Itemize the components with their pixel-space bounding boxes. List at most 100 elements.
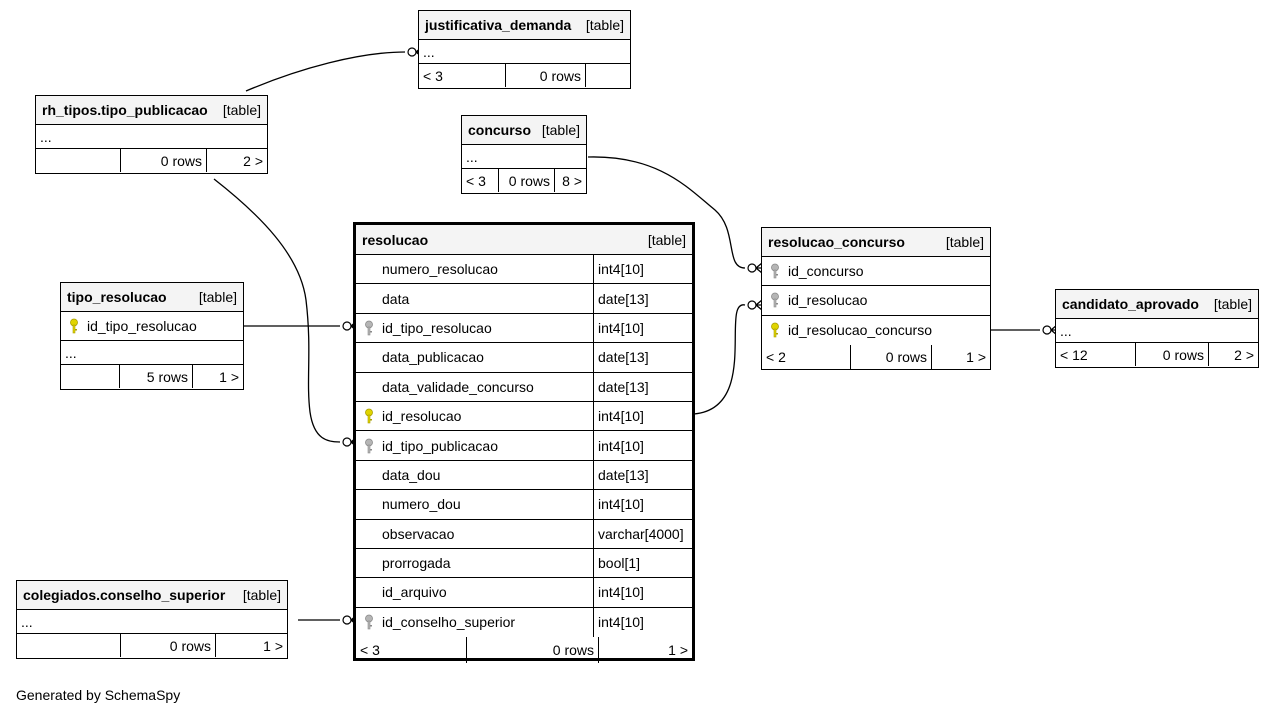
column-cell[interactable]: data_validade_concurso <box>356 373 593 401</box>
column-name: data <box>382 290 410 307</box>
row-count: 0 rows <box>120 634 215 657</box>
parents-count[interactable]: < 3 <box>360 642 380 659</box>
column-cell[interactable]: id_resolucao <box>356 402 593 430</box>
column-row: id_resolucao <box>762 286 990 316</box>
edge-rh-tipos-resolucao <box>213 178 341 443</box>
column-type: date[13] <box>593 343 692 372</box>
column-name: id_tipo_publicacao <box>382 437 498 454</box>
table-kind: [table] <box>222 102 261 118</box>
ellipsis: ... <box>40 128 52 145</box>
row-count: 0 rows <box>1135 343 1208 366</box>
table-kind: [table] <box>242 587 281 603</box>
row-count: 0 rows <box>120 149 206 172</box>
table-tipo-resolucao[interactable]: tipo_resolucao [table] id_tipo_resolucao… <box>60 282 244 390</box>
column-row: id_tipo_resolucao <box>61 312 243 341</box>
table-colegiados-conselho-superior[interactable]: colegiados.conselho_superior [table] ...… <box>16 580 288 659</box>
children-count[interactable]: 2 > <box>206 149 267 172</box>
column-cell[interactable]: prorrogada <box>356 549 593 577</box>
table-name[interactable]: resolucao_concurso <box>768 234 905 250</box>
column-cell[interactable]: data_publicacao <box>356 343 593 371</box>
table-name[interactable]: tipo_resolucao <box>67 289 167 305</box>
column-cell[interactable]: observacao <box>356 520 593 548</box>
column-cell[interactable]: numero_dou <box>356 490 593 518</box>
column-name: id_resolucao_concurso <box>788 322 932 339</box>
children-count[interactable]: 1 > <box>598 637 692 664</box>
row-count: 0 rows <box>505 64 585 87</box>
parents-count[interactable]: < 3 <box>466 172 486 189</box>
ellipsis: ... <box>466 148 478 165</box>
table-kind: [table] <box>945 234 984 250</box>
edge-resolucao-resolucao-concurso <box>693 304 746 415</box>
table-header: resolucao_concurso [table] <box>762 228 990 257</box>
table-rh-tipos-tipo-publicacao[interactable]: rh_tipos.tipo_publicacao [table] ... 0 r… <box>35 95 268 174</box>
table-name[interactable]: resolucao <box>362 231 429 248</box>
children-count[interactable]: 2 > <box>1208 343 1258 366</box>
column-cell[interactable]: numero_resolucao <box>356 255 593 283</box>
table-concurso[interactable]: concurso [table] ... < 3 0 rows 8 > <box>461 115 587 194</box>
ellipsis: ... <box>21 613 33 630</box>
foreign-key-icon <box>771 293 779 308</box>
table-justificativa-demanda[interactable]: justificativa_demanda [table] ... < 3 0 … <box>418 10 631 89</box>
column-cell[interactable]: id_tipo_publicacao <box>356 431 593 459</box>
column-cell[interactable]: id_tipo_resolucao <box>61 312 201 340</box>
column-name: observacao <box>382 525 455 542</box>
table-name[interactable]: candidato_aprovado <box>1062 296 1199 312</box>
parents-count[interactable]: < 3 <box>423 67 443 84</box>
column-row: id_concurso <box>762 257 990 287</box>
ellipsis: ... <box>1060 322 1072 339</box>
table-kind: [table] <box>541 122 580 138</box>
column-cell[interactable]: id_arquivo <box>356 578 593 606</box>
children-count[interactable]: 1 > <box>192 365 243 388</box>
children-count[interactable] <box>585 64 630 87</box>
column-row: id_conselho_superior int4[10] <box>356 607 692 638</box>
children-count[interactable]: 1 > <box>931 344 990 369</box>
children-count[interactable]: 1 > <box>215 634 287 657</box>
table-candidato-aprovado[interactable]: candidato_aprovado [table] ... < 12 0 ro… <box>1055 289 1259 368</box>
column-name: id_conselho_superior <box>382 614 516 631</box>
column-name: id_arquivo <box>382 584 447 601</box>
column-cell[interactable]: id_resolucao <box>762 286 990 314</box>
stats-row: < 3 0 rows <box>419 64 630 87</box>
column-cell[interactable]: id_resolucao_concurso <box>762 316 990 345</box>
stats-row: 0 rows 1 > <box>17 634 287 657</box>
table-body: ... <box>1056 319 1258 343</box>
table-header: colegiados.conselho_superior [table] <box>17 581 287 610</box>
table-name[interactable]: justificativa_demanda <box>425 17 572 33</box>
table-header: rh_tipos.tipo_publicacao [table] <box>36 96 267 125</box>
column-cell[interactable]: id_conselho_superior <box>356 608 593 637</box>
parents-count[interactable] <box>17 634 120 657</box>
edge-concurso-resolucao-concurso <box>587 156 746 269</box>
table-name[interactable]: concurso <box>468 122 532 138</box>
column-type: int4[10] <box>593 313 692 343</box>
stats-row: < 2 0 rows 1 > <box>762 344 990 369</box>
ellipsis: ... <box>65 344 77 361</box>
column-cell[interactable]: id_tipo_resolucao <box>356 314 593 342</box>
children-count[interactable]: 8 > <box>554 169 586 192</box>
column-cell[interactable]: data <box>356 284 593 312</box>
column-type: date[13] <box>593 372 692 401</box>
parents-count[interactable] <box>61 365 119 388</box>
parents-count[interactable]: < 2 <box>766 348 786 365</box>
table-body: ... <box>462 145 586 169</box>
table-name[interactable]: colegiados.conselho_superior <box>23 587 226 603</box>
parents-count[interactable] <box>36 149 120 172</box>
column-name: numero_resolucao <box>382 261 498 278</box>
row-count: 0 rows <box>498 169 554 192</box>
foreign-key-icon <box>771 263 779 279</box>
table-name[interactable]: rh_tipos.tipo_publicacao <box>42 102 208 118</box>
column-type: int4[10] <box>593 607 692 638</box>
table-kind: [table] <box>1213 296 1252 312</box>
parents-count[interactable]: < 12 <box>1060 346 1088 363</box>
column-cell[interactable]: data_dou <box>356 461 593 489</box>
column-cell[interactable]: id_concurso <box>762 257 990 285</box>
